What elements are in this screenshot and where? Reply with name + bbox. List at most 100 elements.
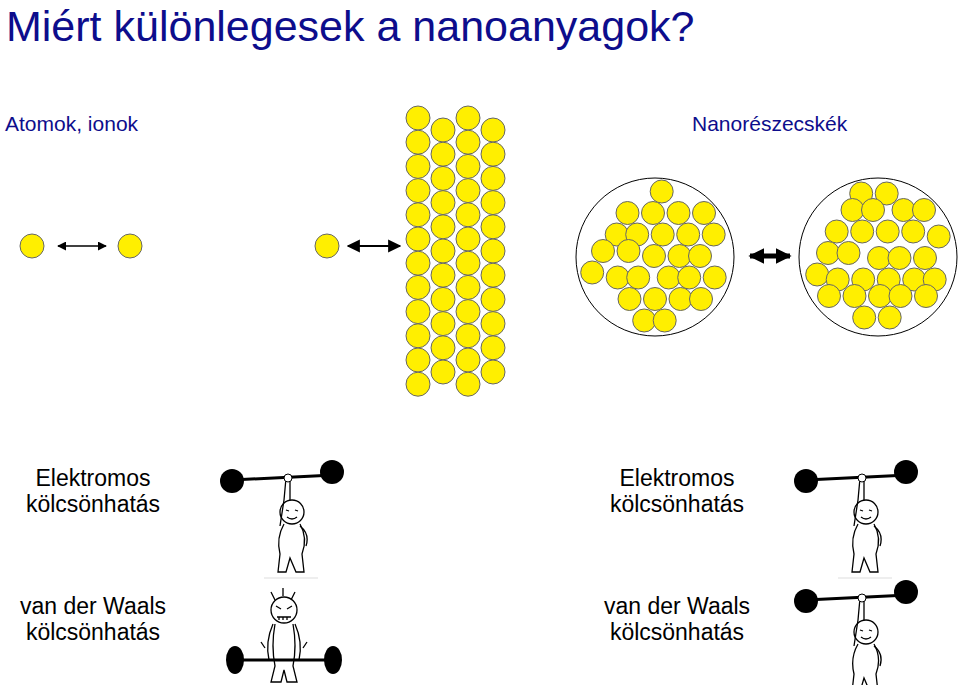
atom [690, 288, 713, 311]
atom [481, 166, 505, 190]
weightlifter [226, 588, 342, 682]
atom [693, 202, 716, 225]
atom [481, 263, 505, 287]
atom [892, 199, 915, 222]
atom [406, 154, 430, 178]
atom [456, 275, 480, 299]
atom [902, 220, 925, 243]
atom [431, 239, 455, 263]
atom [481, 118, 505, 142]
atom [456, 130, 480, 154]
slide-title: Miért különlegesek a nanoanyagok? [6, 2, 694, 51]
atom [837, 242, 860, 265]
atom [481, 287, 505, 311]
atom [876, 220, 899, 243]
atom [668, 245, 691, 268]
atom [431, 166, 455, 190]
atom [627, 266, 650, 289]
atom [914, 247, 937, 270]
atom [853, 306, 876, 329]
atom [581, 261, 604, 284]
atom [481, 336, 505, 360]
atom [456, 372, 480, 396]
atom [643, 245, 666, 268]
atom [456, 251, 480, 275]
weightlifter-cartoons [220, 460, 918, 685]
bulk-slab [406, 106, 505, 396]
atom [456, 179, 480, 203]
atom [456, 324, 480, 348]
atom-pair [20, 234, 400, 258]
atom [406, 227, 430, 251]
atom [406, 179, 430, 203]
atom [653, 309, 676, 332]
atom [456, 348, 480, 372]
atom [406, 203, 430, 227]
atom [689, 245, 712, 268]
nanoparticles [576, 178, 957, 336]
atom [851, 220, 874, 243]
weightlifter [220, 460, 344, 578]
atom [456, 300, 480, 324]
section-heading: Nanorészecskék [692, 112, 847, 136]
atom [406, 106, 430, 130]
atom [817, 242, 840, 265]
atom [889, 285, 912, 308]
atom [406, 372, 430, 396]
atom [616, 202, 639, 225]
atom [878, 306, 901, 329]
atom [406, 275, 430, 299]
atom [406, 324, 430, 348]
atom [617, 240, 640, 263]
atom [431, 263, 455, 287]
atom [677, 223, 700, 246]
atom [841, 199, 864, 222]
atom [431, 118, 455, 142]
atom [644, 288, 667, 311]
atom [606, 266, 629, 289]
interaction-label: van der Waals kölcsönhatás [0, 593, 186, 646]
atom [431, 142, 455, 166]
atom [657, 266, 680, 289]
atom [431, 360, 455, 384]
atom [667, 202, 690, 225]
atom [481, 215, 505, 239]
atom [431, 215, 455, 239]
atom [406, 130, 430, 154]
atom [862, 199, 885, 222]
atom [431, 191, 455, 215]
atom [592, 240, 615, 263]
atom [481, 142, 505, 166]
interaction-label: Elektromos kölcsönhatás [584, 465, 770, 518]
atom [481, 239, 505, 263]
interaction-label: Elektromos kölcsönhatás [0, 465, 186, 518]
weightlifter [794, 460, 918, 578]
atom [915, 285, 938, 308]
atom [825, 220, 848, 243]
atom [406, 348, 430, 372]
atom [868, 247, 891, 270]
atom [843, 285, 866, 308]
atom [431, 312, 455, 336]
atom [456, 227, 480, 251]
atom [669, 288, 692, 311]
atom [431, 287, 455, 311]
atom [678, 266, 701, 289]
atom [927, 225, 950, 248]
atom [703, 266, 726, 289]
atom [456, 203, 480, 227]
atom [651, 223, 674, 246]
atom [818, 285, 841, 308]
atom [806, 263, 829, 286]
atom [702, 223, 725, 246]
atom [481, 360, 505, 384]
atom [456, 106, 480, 130]
interaction-label: van der Waals kölcsönhatás [584, 593, 770, 646]
atom [481, 312, 505, 336]
section-heading: Atomok, ionok [5, 112, 138, 136]
atom [456, 154, 480, 178]
atom [481, 191, 505, 215]
atom [650, 180, 673, 203]
weightlifter [794, 580, 918, 685]
